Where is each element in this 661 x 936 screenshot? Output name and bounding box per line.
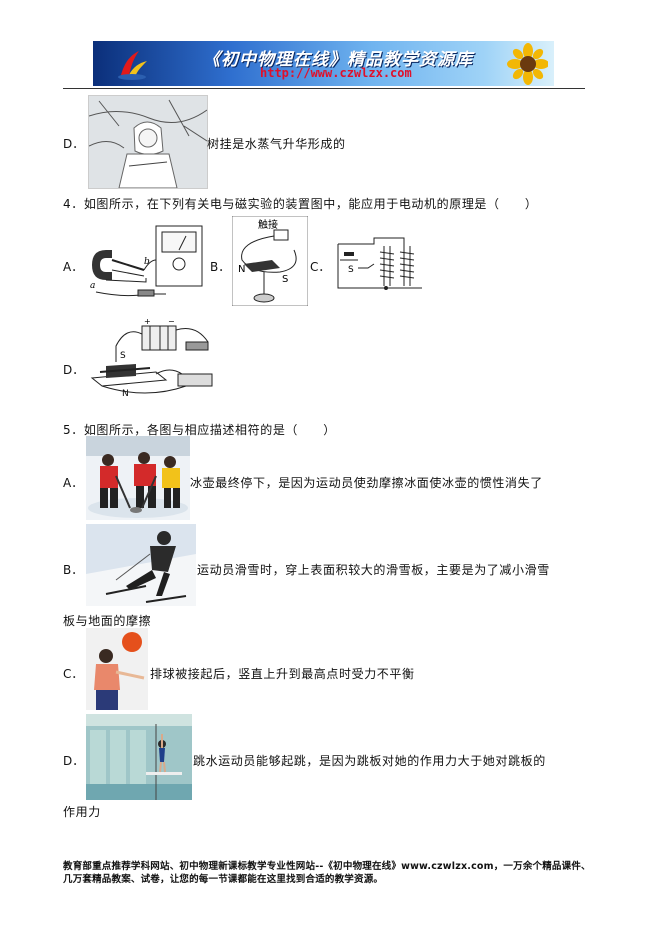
svg-text:−: − xyxy=(168,317,175,326)
q5-stem: 5．如图所示，各图与相应描述相符的是（ ） xyxy=(63,423,336,437)
q4-figure-b: 触接 N S xyxy=(232,216,308,306)
q4-option-c-label: C． xyxy=(310,260,331,274)
fig-b-s-label: S xyxy=(282,274,288,285)
q4-figure-c: S xyxy=(334,234,426,292)
q4-option-b-label: B． xyxy=(210,260,231,274)
q5-option-d-text-line2: 作用力 xyxy=(63,805,101,819)
fig-b-n-label: N xyxy=(238,264,245,275)
q5-diving-image xyxy=(86,714,192,800)
q4-figure-a: a b xyxy=(86,220,208,302)
fig-c-s-label: S xyxy=(348,265,354,275)
fig-a-label-b: b xyxy=(144,257,150,267)
header-url[interactable]: http://www.czwlzx.com xyxy=(260,66,412,80)
fig-a-label-a: a xyxy=(90,281,95,291)
q5-option-d-text-line1: 跳水运动员能够起跳，是因为跳板对她的作用力大于她对跳板的 xyxy=(193,754,546,768)
q3-frost-tree-image xyxy=(88,95,208,189)
q5-volleyball-image xyxy=(86,628,148,710)
fig-d-n-label: N xyxy=(122,389,129,399)
page-footer: 教育部重点推荐学科网站、初中物理新课标教学专业性网站--《初中物理在线》www.… xyxy=(63,860,603,886)
q4-option-d-label: D． xyxy=(63,363,85,377)
q4-stem: 4．如图所示，在下列有关电与磁实验的装置图中，能应用于电动机的原理是（ ） xyxy=(63,197,538,211)
header-rule xyxy=(63,88,585,89)
q5-option-c-label: C． xyxy=(63,667,84,681)
q5-option-b-text-line2: 板与地面的摩擦 xyxy=(63,614,152,628)
q5-option-a-label: A． xyxy=(63,476,84,490)
q3-option-d-label: D． xyxy=(63,137,85,151)
q3-option-d-text: 树挂是水蒸气升华形成的 xyxy=(207,137,346,151)
fig-d-s-label: S xyxy=(120,351,126,361)
header-banner: 《初中物理在线》精品教学资源库 http://www.czwlzx.com xyxy=(93,41,554,86)
q5-curling-image xyxy=(86,436,190,520)
q5-option-d-label: D． xyxy=(63,754,85,768)
footer-line-1: 教育部重点推荐学科网站、初中物理新课标教学专业性网站--《初中物理在线》www.… xyxy=(63,861,591,872)
q5-skiing-image xyxy=(86,524,196,606)
q5-option-c-text: 排球被接起后，竖直上升到最高点时受力不平衡 xyxy=(150,667,415,681)
q5-option-a-text: 冰壶最终停下，是因为运动员使劲摩擦冰面使冰壶的惯性消失了 xyxy=(190,476,543,490)
q4-option-a-label: A． xyxy=(63,260,84,274)
header-title: 《初中物理在线》精品教学资源库 xyxy=(203,50,473,70)
fig-b-touch-label: 触接 xyxy=(258,218,278,231)
svg-text:+: + xyxy=(144,317,151,326)
site-logo xyxy=(118,51,147,80)
sunflower-icon xyxy=(507,43,548,85)
q5-option-b-label: B． xyxy=(63,563,84,577)
footer-line-2: 几万套精品教案、试卷，让您的每一节课都能在这里找到合适的教学资源。 xyxy=(63,874,384,885)
q5-option-b-text-line1: 运动员滑雪时，穿上表面积较大的滑雪板，主要是为了减小滑雪 xyxy=(197,563,550,577)
q4-figure-d: + − S N xyxy=(86,316,222,400)
